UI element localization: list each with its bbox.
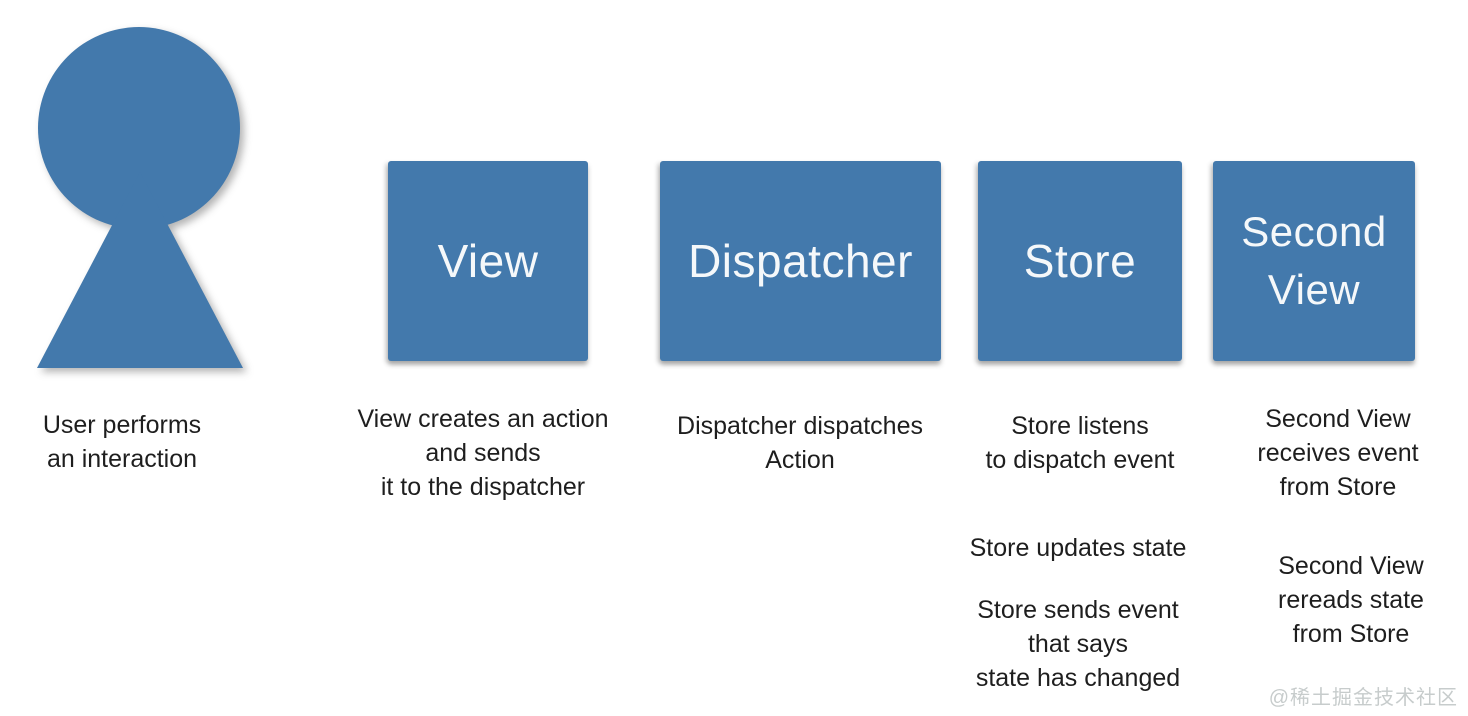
caption-line: from Store [1279,473,1397,501]
note-line: Store sends event [977,596,1179,624]
second-view-rereads-note: Second View rereads state from Store [1251,549,1451,651]
caption-line: View creates an action [357,405,609,433]
caption-line: Dispatcher dispatches [677,412,923,440]
second-view-caption: Second View receives event from Store [1238,402,1438,504]
second-view-box-label-line2: View [1267,266,1361,313]
caption-line: Store listens [1011,412,1149,440]
store-sends-event-note: Store sends event that says state has ch… [928,593,1228,695]
caption-line: and sends [425,439,541,467]
caption-line: Action [765,446,835,474]
note-line: state has changed [975,664,1181,692]
view-box: View [388,161,588,361]
note-line: rereads state [1278,586,1424,614]
caption-line: receives event [1257,439,1419,467]
user-body-triangle-icon [37,172,243,368]
store-box-label: Store [1023,235,1137,287]
second-view-box-label-line1: Second [1241,208,1387,256]
dispatcher-box-label: Dispatcher [688,235,913,287]
caption-line: to dispatch event [985,446,1175,474]
store-updates-note: Store updates state [928,531,1228,565]
juejin-watermark: @稀土掘金技术社区 [1268,687,1458,709]
store-caption: Store listens to dispatch event [930,409,1230,477]
caption-line: an interaction [46,445,198,473]
user-caption: User performs an interaction [12,408,232,476]
note-line: that says [1027,630,1129,658]
caption-line: User performs [42,411,202,439]
note-line: Store updates state [969,534,1187,562]
dispatcher-box: Dispatcher [660,161,941,361]
view-box-label: View [437,235,539,287]
note-line: from Store [1292,620,1410,648]
dispatcher-caption: Dispatcher dispatches Action [650,409,950,477]
second-view-box: Second View [1213,161,1415,361]
store-box: Store [978,161,1182,361]
caption-line: it to the dispatcher [380,473,586,501]
note-line: Second View [1278,552,1424,580]
view-caption: View creates an action and sends it to t… [333,402,633,504]
caption-line: Second View [1265,405,1411,433]
